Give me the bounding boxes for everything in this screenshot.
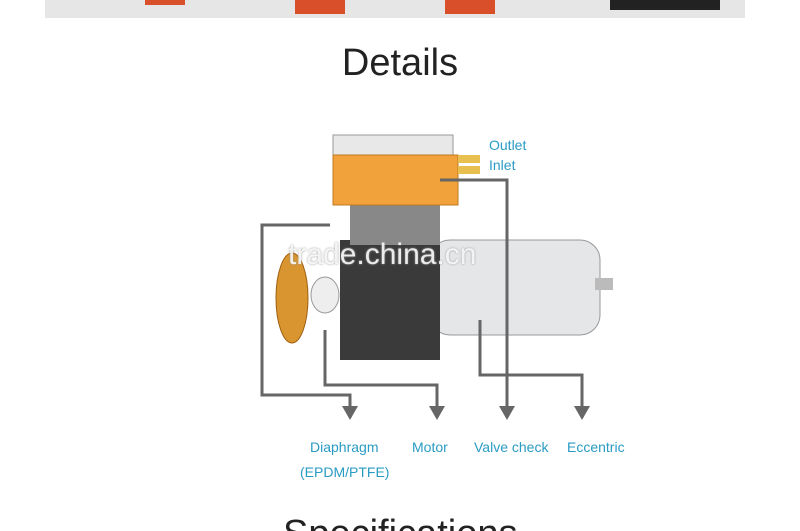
label-diaphragm-material: (EPDM/PTFE) xyxy=(300,464,390,480)
label-inlet: Inlet xyxy=(489,157,516,173)
label-outlet: Outlet xyxy=(489,137,527,153)
label-motor: Motor xyxy=(412,439,448,455)
pump-head xyxy=(332,154,459,206)
page-title: Details xyxy=(341,42,459,84)
product-thumbnail-strip xyxy=(45,0,745,18)
arrow-heads xyxy=(342,406,590,420)
label-diaphragm: Diaphragm xyxy=(310,439,379,455)
pump-block xyxy=(340,240,440,360)
watermark: trade.china.cn xyxy=(288,238,477,271)
eccentric-wheel xyxy=(275,252,309,344)
callout-lines xyxy=(260,178,584,410)
label-eccentric: Eccentric xyxy=(567,439,625,455)
pump-frame xyxy=(350,200,440,245)
label-valve-check: Valve check xyxy=(474,439,549,455)
motor-terminal xyxy=(595,278,613,290)
inlet-port xyxy=(458,166,480,174)
pump-cap xyxy=(332,134,454,156)
outlet-port xyxy=(458,155,480,163)
specifications-heading: Specifications xyxy=(283,512,517,531)
